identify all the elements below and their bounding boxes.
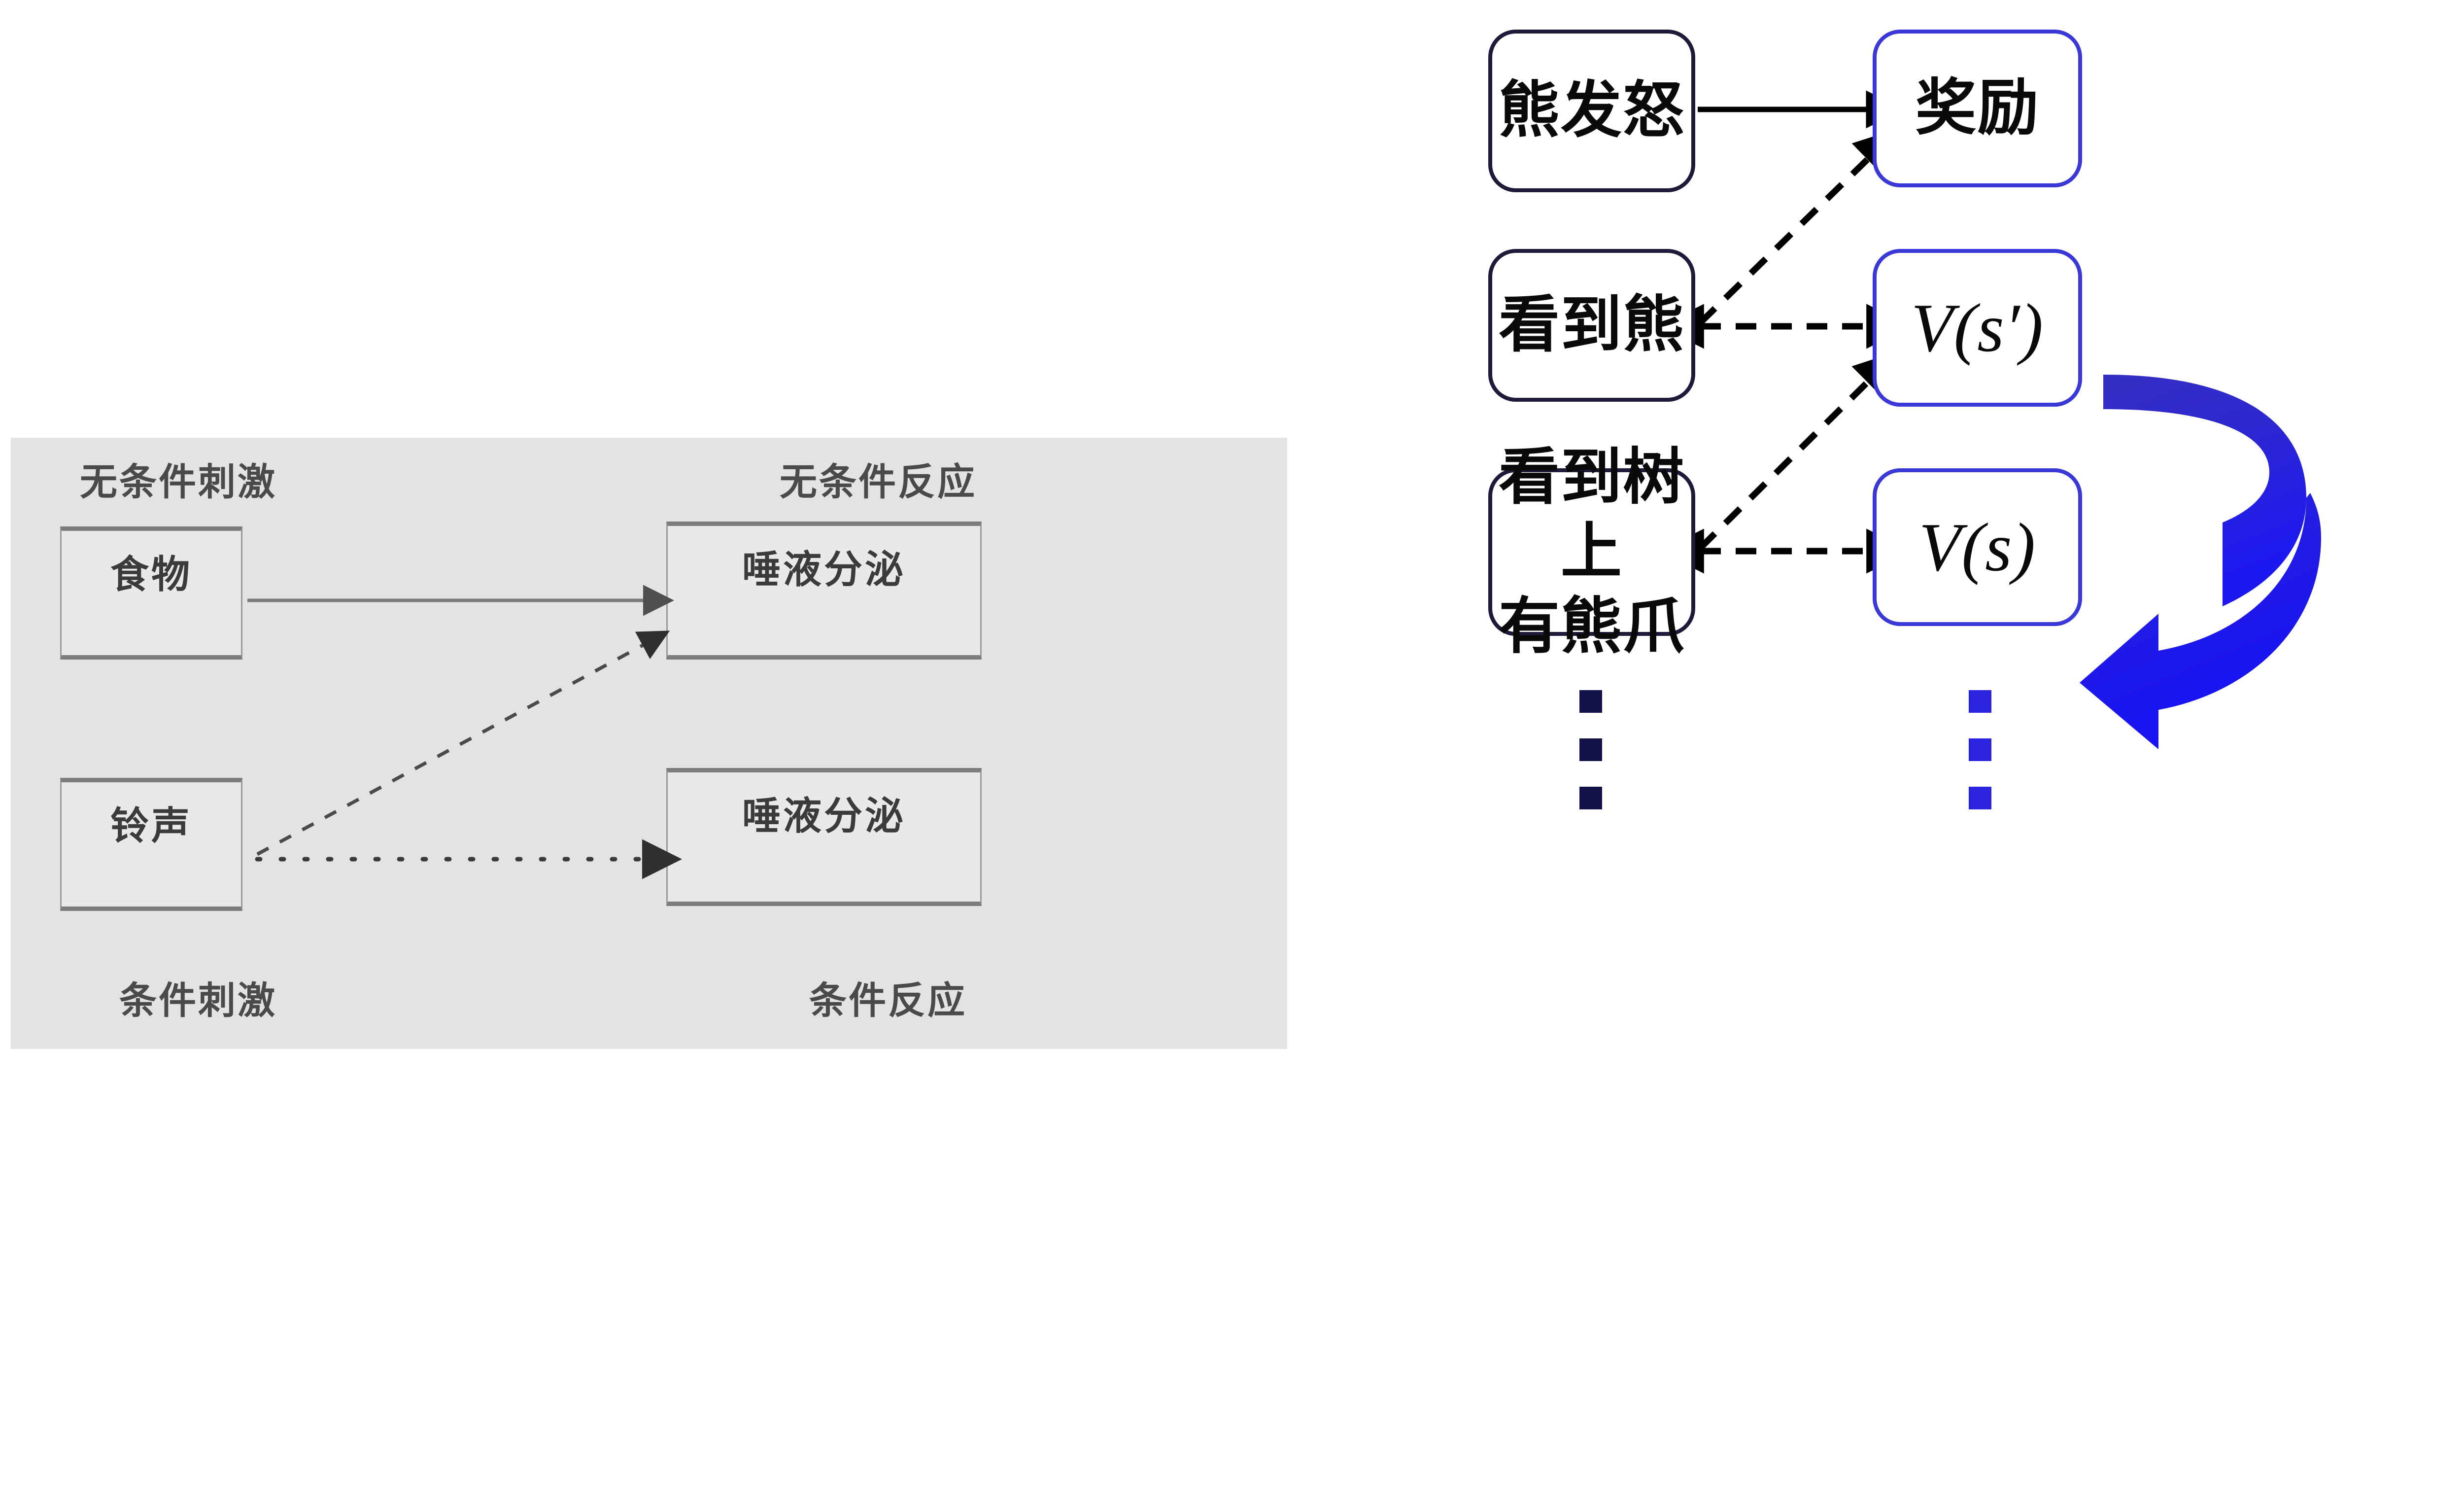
pavlov-box-bell-label: 铃声 bbox=[110, 804, 192, 847]
td-node-bear-paw-label: 看到树上 有熊爪 bbox=[1492, 440, 1691, 664]
td-node-see-bear-label: 看到熊 bbox=[1498, 291, 1685, 359]
pavlov-box-food: 食物 bbox=[60, 526, 242, 660]
pavlov-box-salivation-top: 唾液分泌 bbox=[666, 522, 982, 660]
td-node-v-s: V(s) bbox=[1873, 468, 2082, 626]
td-node-reward: 奖励 bbox=[1873, 30, 2082, 187]
td-arrow-bear-paw-to-v-s-prime bbox=[1698, 350, 1900, 551]
td-ellipsis-right bbox=[1969, 690, 1991, 809]
td-ellipsis-left bbox=[1579, 690, 1602, 809]
td-node-bear-angry-label: 熊发怒 bbox=[1498, 76, 1685, 145]
td-node-bear-angry: 熊发怒 bbox=[1488, 30, 1695, 192]
td-arrow-see-bear-to-reward bbox=[1698, 128, 1900, 325]
td-ellipsis-left-dot bbox=[1579, 690, 1602, 713]
label-conditioned-stimulus: 条件刺激 bbox=[119, 980, 277, 1022]
classical-conditioning-panel: 无条件刺激 无条件反应 条件刺激 条件反应 食物 铃声 唾液分泌 唾液分泌 bbox=[11, 438, 1287, 1049]
td-node-see-bear: 看到熊 bbox=[1488, 249, 1695, 402]
td-node-bear-paw: 看到树上 有熊爪 bbox=[1488, 443, 1695, 661]
td-node-v-s-prime: V(s′) bbox=[1873, 249, 2082, 407]
pavlov-arrow-bell-to-salivation-top bbox=[256, 630, 670, 856]
pavlov-box-salivation-top-label: 唾液分泌 bbox=[742, 548, 906, 591]
td-ellipsis-right-dot bbox=[1969, 738, 1991, 761]
label-unconditioned-stimulus: 无条件刺激 bbox=[80, 461, 277, 503]
td-ellipsis-right-dot bbox=[1969, 690, 1991, 713]
td-ellipsis-right-dot bbox=[1969, 787, 1991, 809]
label-unconditioned-response: 无条件反应 bbox=[780, 461, 977, 503]
td-ellipsis-left-dot bbox=[1579, 738, 1602, 761]
pavlov-box-salivation-bottom: 唾液分泌 bbox=[666, 768, 982, 906]
pavlov-box-food-label: 食物 bbox=[110, 553, 192, 596]
td-arrow-layer bbox=[1659, 90, 2321, 749]
label-conditioned-response: 条件反应 bbox=[809, 980, 967, 1022]
value-update-loop-arrow bbox=[2080, 296, 2321, 749]
td-node-v-s-prime-label: V(s′) bbox=[1911, 289, 2044, 366]
pavlov-box-salivation-bottom-label: 唾液分泌 bbox=[742, 794, 906, 837]
td-ellipsis-left-dot bbox=[1579, 787, 1602, 809]
td-node-bear-paw-line1: 看到树上 bbox=[1498, 443, 1685, 586]
td-learning-diagram: 熊发怒 看到熊 看到树上 有熊爪 奖励 V(s′) V(s) bbox=[1454, 0, 2464, 1499]
td-node-bear-paw-line2: 有熊爪 bbox=[1498, 592, 1685, 661]
td-node-v-s-label: V(s) bbox=[1918, 509, 2036, 586]
td-node-reward-label: 奖励 bbox=[1915, 74, 2040, 142]
pavlov-arrow-layer bbox=[247, 585, 682, 879]
pavlov-box-bell: 铃声 bbox=[60, 778, 242, 911]
